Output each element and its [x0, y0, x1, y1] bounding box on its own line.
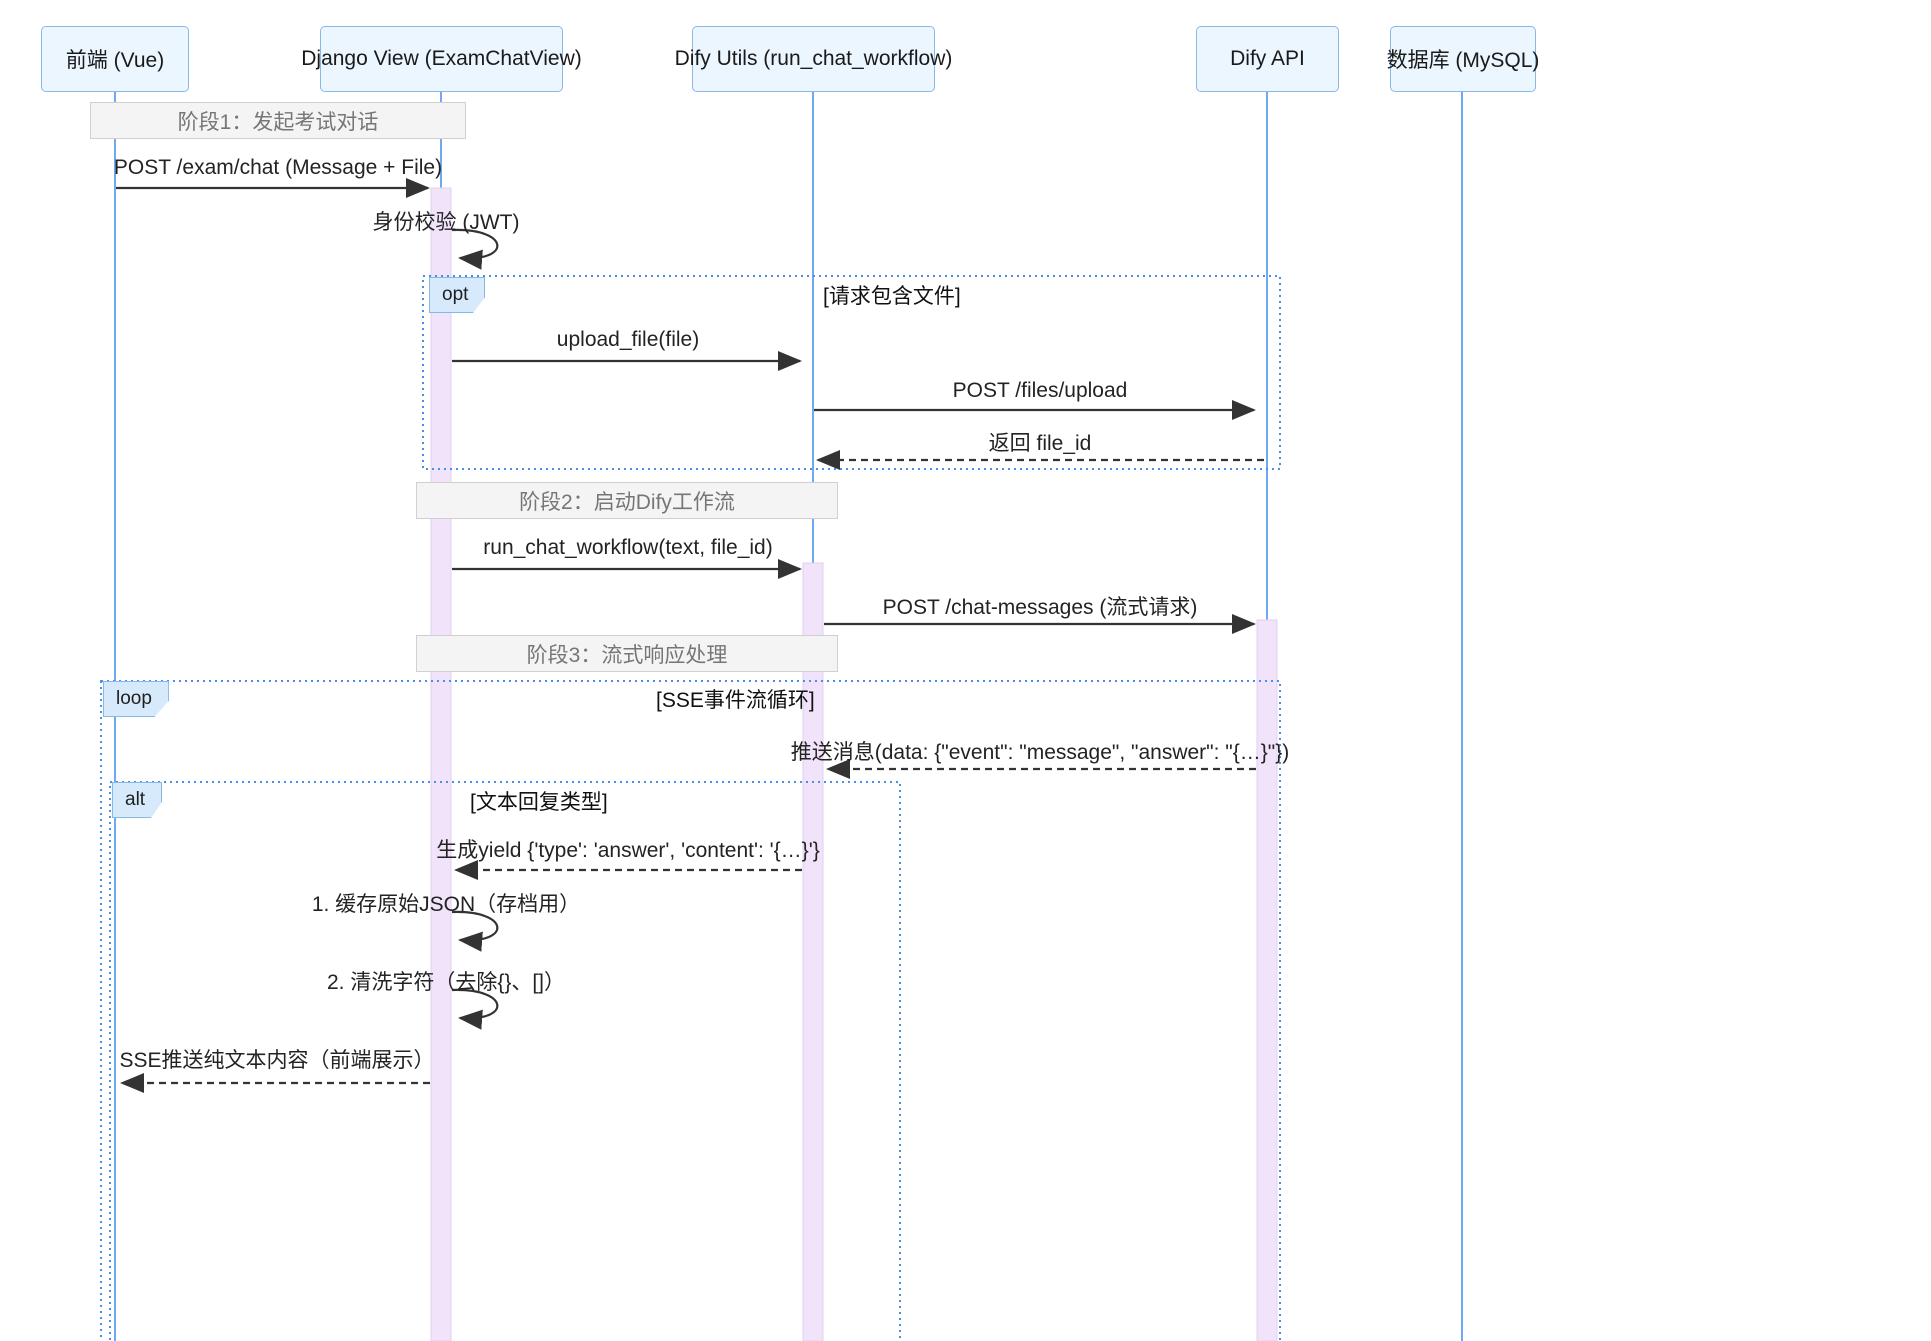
participant-label: 数据库 (MySQL) — [1386, 49, 1540, 72]
message-arrows — [116, 177, 1264, 1094]
message-text: POST /files/upload — [952, 379, 1128, 402]
message-text: SSE推送纯文本内容（前端展示） — [119, 1049, 435, 1072]
fragment-alt-text-type — [109, 781, 901, 1341]
message-label-return-file-id: 返回 file_id — [989, 427, 1092, 457]
fragment-label-opt[interactable]: opt — [429, 277, 486, 313]
phase-label: 阶段1：发起考试对话 — [177, 110, 379, 134]
fragment-kind: alt — [125, 789, 146, 810]
participant-label: Dify API — [1230, 47, 1305, 70]
message-label-clean-chars: 2. 清洗字符（去除{}、[]） — [327, 966, 565, 996]
message-text: run_chat_workflow(text, file_id) — [483, 536, 773, 559]
message-text: 返回 file_id — [988, 432, 1092, 455]
phase-label: 阶段3：流式响应处理 — [526, 643, 728, 667]
message-label-sse-push-text: SSE推送纯文本内容（前端展示） — [119, 1044, 434, 1074]
message-text: POST /exam/chat (Message + File) — [113, 156, 443, 179]
fragment-label-loop[interactable]: loop — [103, 681, 169, 717]
fragment-condition-text: [文本回复类型] — [470, 791, 608, 814]
message-label-jwt-verify: 身份校验 (JWT) — [373, 206, 520, 236]
participant-django-view[interactable]: Django View (ExamChatView) — [301, 26, 582, 92]
activation-dify — [802, 562, 824, 1341]
message-label-yield-answer: 生成yield {'type': 'answer', 'content': '{… — [436, 834, 819, 864]
activation-bars — [430, 187, 1278, 1341]
fragment-kind: loop — [116, 688, 152, 709]
arrow-jwt-self — [451, 228, 499, 270]
message-text: POST /chat-messages (流式请求) — [882, 596, 1198, 619]
fragment-condition-alt: [文本回复类型] — [470, 786, 608, 816]
fragment-label-alt[interactable]: alt — [112, 782, 163, 818]
message-label-post-files-upload: POST /files/upload — [953, 379, 1128, 403]
message-label-run-chat-workflow: run_chat_workflow(text, file_id) — [483, 536, 772, 560]
participant-mysql[interactable]: 数据库 (MySQL) — [1387, 26, 1539, 92]
message-label-cache-json: 1. 缓存原始JSON（存档用） — [312, 888, 580, 918]
fragment-condition-opt: [请求包含文件] — [823, 280, 961, 310]
fragment-condition-text: [请求包含文件] — [823, 285, 961, 308]
participant-label: Dify Utils (run_chat_workflow) — [674, 47, 953, 70]
participant-vue[interactable]: 前端 (Vue) — [41, 26, 189, 92]
message-label-upload-file: upload_file(file) — [557, 328, 699, 352]
fragment-loop-sse — [100, 680, 1281, 1341]
message-text: 2. 清洗字符（去除{}、[]） — [326, 971, 566, 994]
message-label-post-exam-chat: POST /exam/chat (Message + File) — [114, 156, 442, 180]
message-text: 身份校验 (JWT) — [372, 211, 520, 234]
fragment-kind: opt — [442, 284, 469, 305]
arrow-cache-json-self — [451, 910, 499, 952]
participant-dify-utils[interactable]: Dify Utils (run_chat_workflow) — [675, 26, 952, 92]
message-text: 推送消息(data: {"event": "message", "answer"… — [790, 741, 1290, 764]
participant-dify-api[interactable]: Dify API — [1196, 26, 1339, 92]
message-text: upload_file(file) — [556, 328, 700, 351]
phase-label: 阶段2：启动Dify工作流 — [519, 490, 735, 514]
participant-label: 前端 (Vue) — [65, 49, 165, 72]
arrow-clean-chars-self — [451, 988, 499, 1030]
message-text: 1. 缓存原始JSON（存档用） — [311, 893, 581, 916]
phase-band-2: 阶段2：启动Dify工作流 — [416, 482, 838, 519]
fragment-condition-text: [SSE事件流循环] — [656, 689, 815, 712]
fragment-condition-loop: [SSE事件流循环] — [656, 684, 815, 714]
participant-label: Django View (ExamChatView) — [301, 47, 582, 70]
phase-band-1: 阶段1：发起考试对话 — [90, 102, 466, 139]
activation-django — [430, 187, 452, 1341]
phase-band-3: 阶段3：流式响应处理 — [416, 635, 838, 672]
activation-api — [1256, 619, 1278, 1341]
message-label-push-message: 推送消息(data: {"event": "message", "answer"… — [791, 736, 1290, 766]
message-text: 生成yield {'type': 'answer', 'content': '{… — [436, 839, 820, 862]
message-label-post-chat-messages: POST /chat-messages (流式请求) — [883, 591, 1198, 621]
